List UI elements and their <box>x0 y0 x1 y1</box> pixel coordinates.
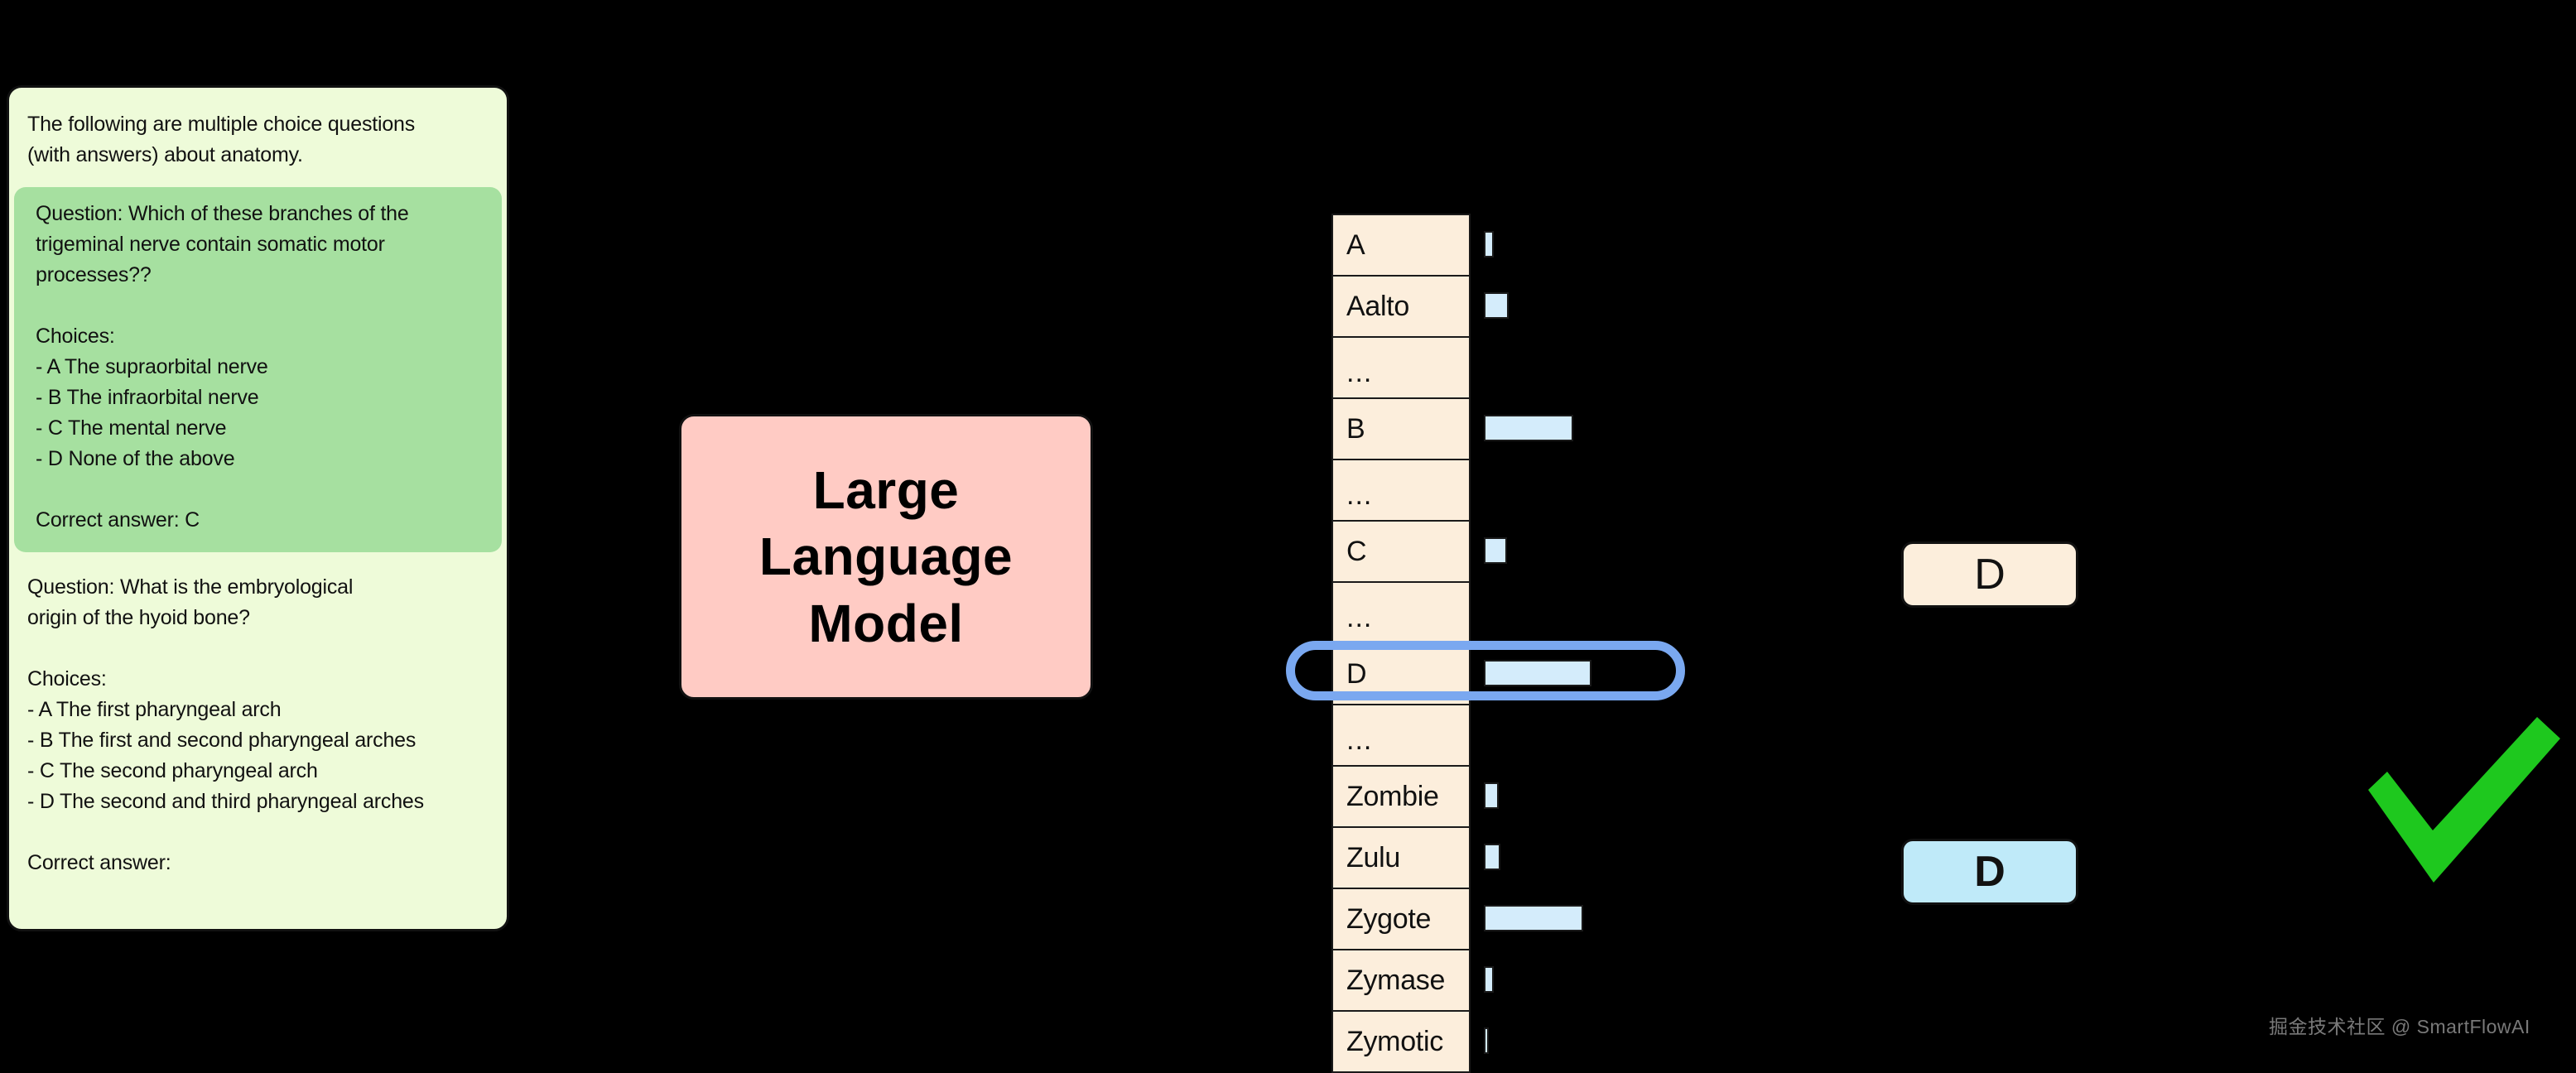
shot-answer-line: Correct answer: C <box>36 508 200 532</box>
token-row[interactable]: Zymase <box>1333 950 1469 1012</box>
probability-bar <box>1484 231 1494 257</box>
llm-line-3: Model <box>808 593 964 653</box>
token-row[interactable]: Zymotic <box>1333 1012 1469 1073</box>
token-label: Zulu <box>1346 841 1400 873</box>
target-question: Question: What is the embryological orig… <box>27 575 354 629</box>
llm-line-2: Language <box>758 527 1014 587</box>
token-row[interactable]: Zulu <box>1333 828 1469 889</box>
large-language-model-box: Large Language Model <box>679 414 1093 700</box>
green-check-icon <box>2364 717 2563 883</box>
token-label: Zymotic <box>1346 1025 1443 1057</box>
token-row[interactable]: C <box>1333 522 1469 583</box>
spacer <box>9 817 507 848</box>
probability-bar-slot <box>1484 949 1688 1010</box>
target-choice-d: - D The second and third pharyngeal arch… <box>27 790 424 813</box>
token-label: C <box>1346 535 1367 567</box>
spacer <box>27 474 489 505</box>
probability-bar <box>1484 415 1573 441</box>
token-row[interactable]: ... <box>1333 460 1469 522</box>
predicted-answer-box: D <box>1901 541 2078 608</box>
prompt-intro-text: The following are multiple choice questi… <box>27 113 416 166</box>
probability-bar-slot <box>1484 214 1688 275</box>
token-row[interactable]: B <box>1333 399 1469 460</box>
token-row[interactable]: ... <box>1333 583 1469 644</box>
probability-bar-slot <box>1484 826 1688 888</box>
probability-bar <box>1484 537 1507 564</box>
shot-choice-b: - B The infraorbital nerve <box>36 386 259 409</box>
shot-choice-d: - D None of the above <box>36 447 235 470</box>
predicted-answer-letter: D <box>1974 551 2005 599</box>
token-label: A <box>1346 229 1365 261</box>
target-choice-b: - B The first and second pharyngeal arch… <box>27 729 416 752</box>
watermark-text: 掘金技术社区 @ SmartFlowAI <box>2269 1016 2530 1037</box>
target-answer-line: Correct answer: <box>27 851 171 874</box>
probability-bar <box>1484 1027 1489 1054</box>
token-label: D <box>1346 657 1367 690</box>
spacer <box>9 633 507 664</box>
probability-bar <box>1484 660 1591 686</box>
token-label: Zymase <box>1346 964 1446 996</box>
probability-bar-slot <box>1484 459 1688 520</box>
prompt-card: The following are multiple choice questi… <box>7 85 509 931</box>
probability-bar-slot <box>1484 336 1688 397</box>
probability-bar <box>1484 844 1500 870</box>
probability-bar <box>1484 966 1494 993</box>
probability-bar <box>1484 782 1499 809</box>
token-row[interactable]: ... <box>1333 338 1469 399</box>
token-row[interactable]: A <box>1333 215 1469 277</box>
spacer <box>27 291 489 321</box>
probability-bar <box>1484 905 1583 931</box>
gold-answer-box: D <box>1901 839 2078 905</box>
probability-bar-slot <box>1484 275 1688 336</box>
token-row[interactable]: Zygote <box>1333 889 1469 950</box>
target-choices-label: Choices: <box>27 667 107 690</box>
probability-bar-slot <box>1484 397 1688 459</box>
probability-bar <box>1484 292 1509 319</box>
shot-choice-a: - A The supraorbital nerve <box>36 355 268 378</box>
token-label: ... <box>1346 724 1373 756</box>
target-choice-c: - C The second pharyngeal arch <box>27 759 318 782</box>
gold-answer-letter: D <box>1974 848 2005 896</box>
token-label: ... <box>1346 479 1373 511</box>
probability-bar-layer <box>1484 214 1688 1071</box>
probability-bar-slot <box>1484 520 1688 581</box>
token-label: ... <box>1346 602 1373 633</box>
token-label: Zombie <box>1346 780 1439 812</box>
token-label: ... <box>1346 357 1373 388</box>
probability-bar-slot <box>1484 581 1688 642</box>
probability-bar-slot <box>1484 888 1688 949</box>
target-choice-a: - A The first pharyngeal arch <box>27 698 282 721</box>
token-row[interactable]: Zombie <box>1333 767 1469 828</box>
shot-choice-c: - C The mental nerve <box>36 416 227 440</box>
probability-bar-slot <box>1484 642 1688 704</box>
few-shot-example-block: Question: Which of these branches of the… <box>14 187 502 552</box>
token-label: B <box>1346 412 1365 445</box>
shot-question: Question: Which of these branches of the… <box>36 202 409 286</box>
token-row[interactable]: D <box>1333 644 1469 705</box>
llm-line-1: Large <box>812 460 960 521</box>
target-question-block: Question: What is the embryological orig… <box>9 552 507 878</box>
probability-bar-slot <box>1484 704 1688 765</box>
token-row[interactable]: Aalto <box>1333 277 1469 338</box>
token-row[interactable]: ... <box>1333 705 1469 767</box>
shot-choices-label: Choices: <box>36 325 115 348</box>
token-label: Zygote <box>1346 902 1432 935</box>
token-label: Aalto <box>1346 290 1409 322</box>
probability-bar-slot <box>1484 765 1688 826</box>
probability-bar-slot <box>1484 1010 1688 1071</box>
